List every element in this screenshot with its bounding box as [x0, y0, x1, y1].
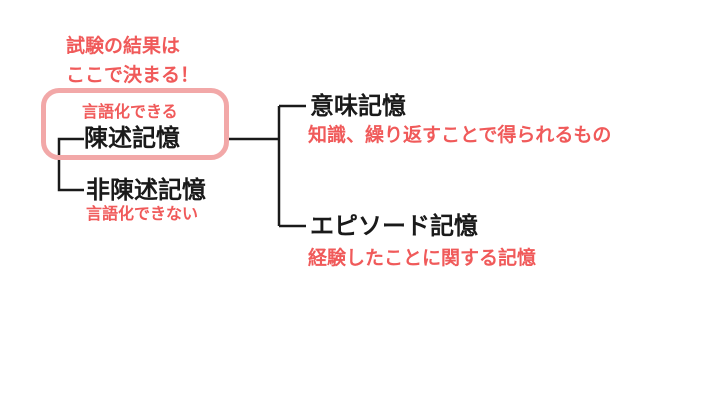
declarative-sublabel: 言語化できる — [82, 102, 178, 121]
declarative-memory-label: 陳述記憶 — [84, 124, 180, 152]
exam-note-line1: 試験の結果は — [66, 35, 181, 57]
declarative-highlight-box — [41, 88, 229, 160]
episodic-memory-description: 経験したことに関する記憶 — [308, 247, 537, 269]
exam-note-line2: ここで決まる！ — [66, 64, 200, 86]
left-bracket-line — [57, 137, 84, 192]
semantic-memory-label: 意味記憶 — [310, 92, 406, 120]
nondeclarative-memory-label: 非陳述記憶 — [86, 176, 206, 204]
episodic-memory-label: エピソード記憶 — [310, 212, 478, 240]
semantic-memory-description: 知識、繰り返すことで得られるもの — [308, 124, 612, 146]
nondeclarative-sublabel: 言語化できない — [86, 204, 199, 223]
